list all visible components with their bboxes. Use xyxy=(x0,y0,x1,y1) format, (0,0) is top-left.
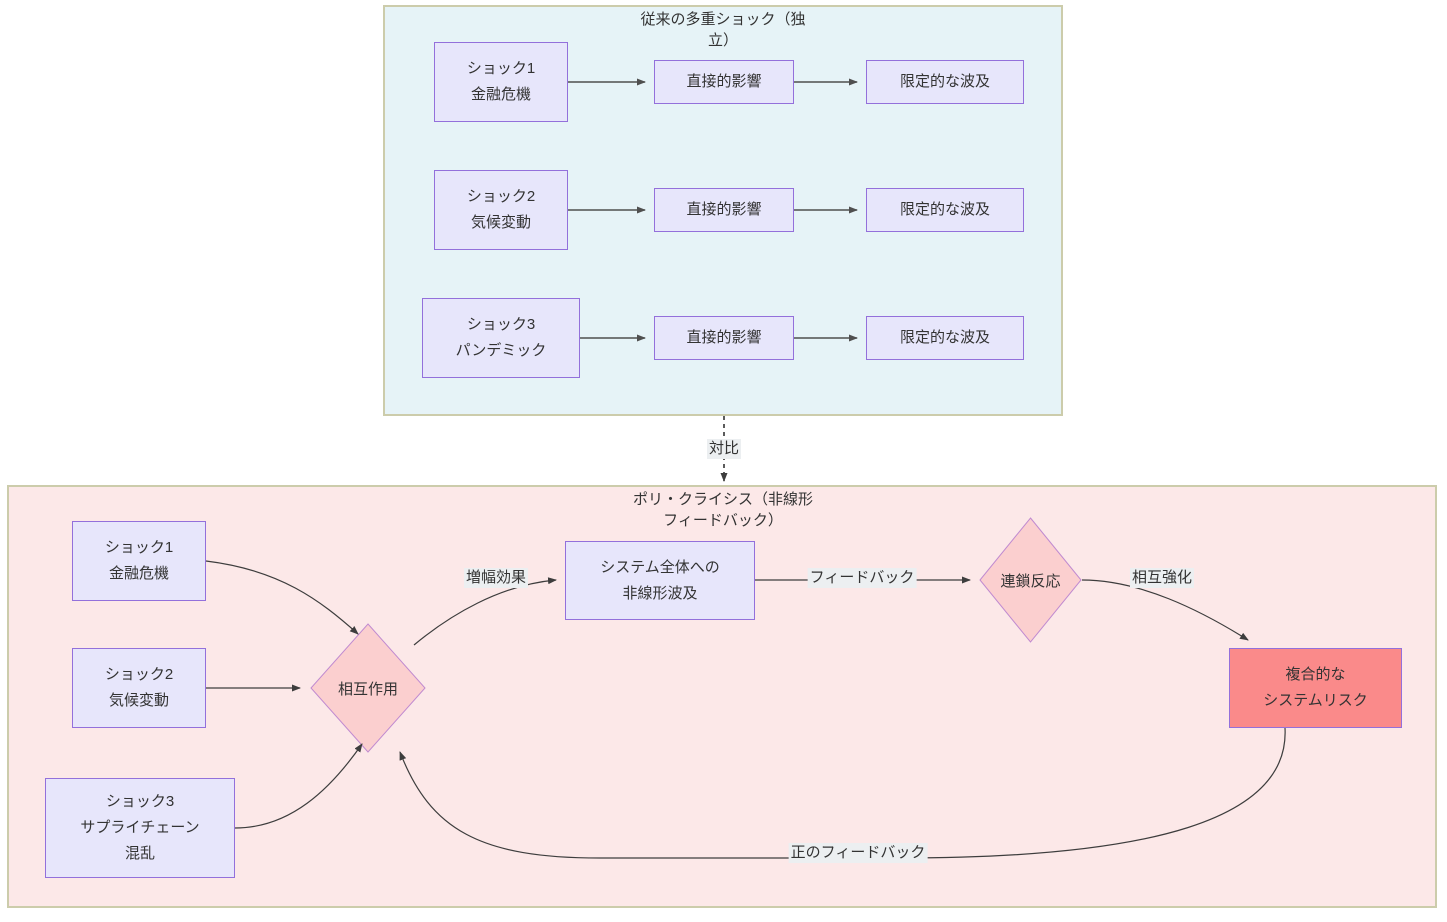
edge-label-positive-feedback: 正のフィードバック xyxy=(788,843,928,863)
node-chain-reaction[interactable]: 連鎖反応 xyxy=(979,517,1082,643)
node-interaction[interactable]: 相互作用 xyxy=(310,623,426,753)
node-impact1[interactable]: 直接的影響 xyxy=(654,60,794,104)
edge-label-mutual-reinforcement: 相互強化 xyxy=(1129,568,1195,588)
node-spillover3[interactable]: 限定的な波及 xyxy=(866,316,1024,360)
edge-label-amplification: 増幅効果 xyxy=(463,568,529,588)
node-shock3[interactable]: ショック3 パンデミック xyxy=(422,298,580,378)
edge-label-feedback: フィードバック xyxy=(807,568,917,588)
node-systemic-risk[interactable]: 複合的な システムリスク xyxy=(1229,648,1402,728)
diamond-shape-chain xyxy=(979,517,1082,643)
edge-label-comparison: 対比 xyxy=(706,439,742,459)
node-spillover2[interactable]: 限定的な波及 xyxy=(866,188,1024,232)
node-interaction-label: 相互作用 xyxy=(337,680,398,698)
panel-traditional-title: 従来の多重ショック（独 立） xyxy=(640,11,806,49)
node-impact2[interactable]: 直接的影響 xyxy=(654,188,794,232)
node-impact3[interactable]: 直接的影響 xyxy=(654,316,794,360)
node-shock2[interactable]: ショック2 気候変動 xyxy=(434,170,568,250)
node-poly-shock1[interactable]: ショック1 金融危機 xyxy=(72,521,206,601)
node-poly-shock3[interactable]: ショック3 サプライチェーン 混乱 xyxy=(45,778,235,878)
diamond-shape-interaction xyxy=(310,623,426,753)
node-poly-shock2[interactable]: ショック2 気候変動 xyxy=(72,648,206,728)
panel-polycrisis-title: ポリ・クライシス（非線形 フィードバック） xyxy=(632,491,813,529)
node-shock1[interactable]: ショック1 金融危機 xyxy=(434,42,568,122)
node-chain-reaction-label: 連鎖反応 xyxy=(1000,572,1061,590)
node-propagation[interactable]: システム全体への 非線形波及 xyxy=(565,541,755,620)
node-spillover1[interactable]: 限定的な波及 xyxy=(866,60,1024,104)
